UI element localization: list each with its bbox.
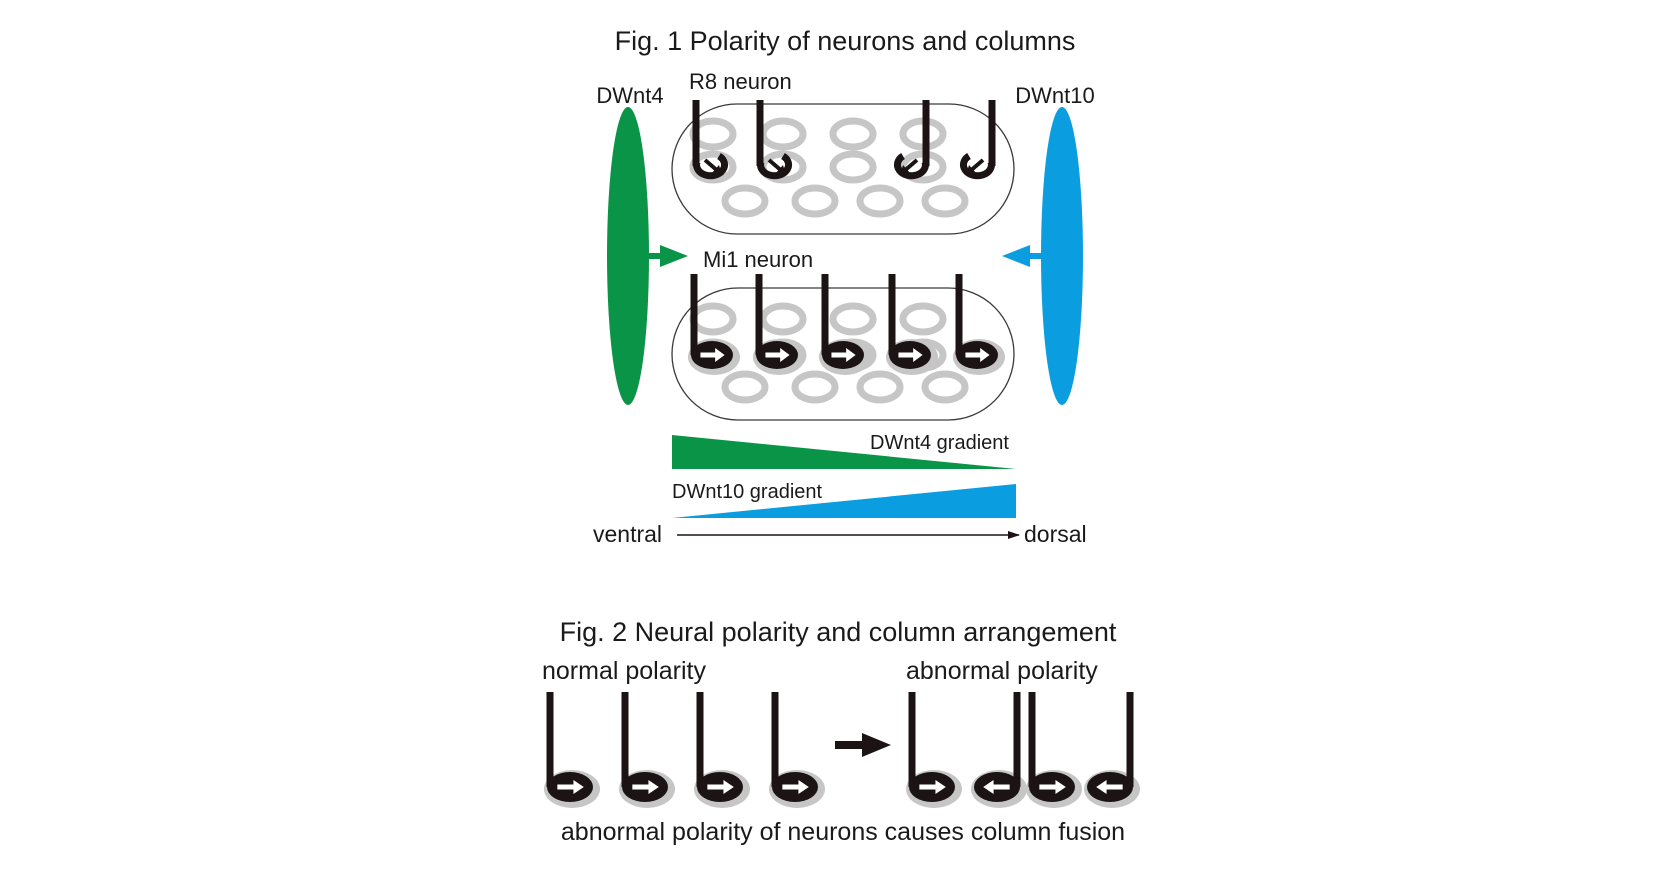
polarity-arrow-head (900, 165, 910, 175)
fig2-caption: abnormal polarity of neurons causes colu… (561, 818, 1125, 846)
dwnt4-signal-arrow (640, 245, 688, 267)
r8-neuron (959, 100, 996, 180)
neuron (753, 274, 805, 375)
column-ring (791, 370, 839, 404)
polarity-arrow (557, 780, 584, 794)
column-ring (689, 150, 737, 184)
neuron (971, 692, 1027, 808)
polarity-arrow-head (776, 165, 786, 175)
neuron (1026, 692, 1082, 808)
neuron-terminal-curl (693, 152, 729, 180)
mi1-neurons (688, 274, 1005, 375)
neuron-stem (908, 692, 916, 787)
dorsal-label: dorsal (1024, 521, 1087, 547)
neuron-stem (1013, 692, 1021, 787)
polarity-arrow-head (712, 165, 722, 175)
neuron-stem (692, 100, 700, 166)
neuron-stem (821, 274, 829, 355)
neuron (1084, 692, 1140, 808)
mi1-neuron-label: Mi1 neuron (703, 247, 813, 272)
r8-neurons (692, 100, 996, 180)
column-ring (721, 370, 769, 404)
polarity-arrow (782, 780, 809, 794)
neuron-stem (756, 100, 764, 166)
polarity-arrow (965, 348, 990, 362)
dwnt10-gradient (672, 484, 1016, 518)
column-ring (856, 370, 904, 404)
polarity-arrow (919, 780, 946, 794)
neuron (886, 274, 938, 375)
neuron-stem (546, 692, 554, 787)
r8-layer-outline (671, 103, 1015, 235)
fig1-title: Fig. 1 Polarity of neurons and columns (615, 26, 1076, 56)
dwnt10-source-label: DWnt10 (1015, 83, 1094, 108)
neuron (906, 692, 962, 808)
neuron-stem (696, 692, 704, 787)
polarity-arrow (1096, 780, 1123, 794)
polarity-arrow (632, 780, 659, 794)
r8-neuron-label: R8 neuron (689, 69, 792, 94)
neuron-stem (621, 692, 629, 787)
polarity-arrow-head (966, 165, 976, 175)
neuron (953, 274, 1005, 375)
polarity-arrow (707, 780, 734, 794)
neuron-stem (771, 692, 779, 787)
abnormal-polarity-label: abnormal polarity (906, 657, 1098, 685)
neuron-stem (888, 274, 896, 355)
abnormal-polarity-neurons (906, 692, 1140, 808)
normal-polarity-neurons (544, 692, 825, 808)
dwnt10-signal-arrow (1002, 245, 1050, 267)
column-ring (899, 302, 947, 336)
dwnt4-gradient-label: DWnt4 gradient (870, 432, 1009, 454)
dwnt10-source (1041, 107, 1083, 405)
neuron-terminal-curl (757, 152, 793, 180)
neuron-stem (755, 274, 763, 355)
neuron (544, 692, 600, 808)
dwnt4-source (607, 107, 649, 405)
column-ring (921, 370, 969, 404)
column-ring (759, 117, 807, 151)
polarity-arrow (983, 780, 1010, 794)
column-ring (689, 302, 737, 336)
column-ring (829, 150, 877, 184)
neuron (619, 692, 675, 808)
column-ring (856, 184, 904, 218)
ventral-label: ventral (593, 521, 662, 547)
neuron-terminal-curl (893, 152, 929, 180)
neuron (694, 692, 750, 808)
neuron-stem (690, 274, 698, 355)
dwnt10-gradient-label: DWnt10 gradient (672, 481, 823, 503)
dwnt4-source-label: DWnt4 (596, 83, 663, 108)
polarity-arrow (700, 348, 725, 362)
transition-arrow (835, 733, 891, 757)
column-ring (721, 184, 769, 218)
neuron-terminal-curl (959, 152, 995, 180)
neuron (688, 274, 740, 375)
fig2-title: Fig. 2 Neural polarity and column arrang… (560, 617, 1117, 647)
neuron (769, 692, 825, 808)
column-ring (759, 302, 807, 336)
column-ring (921, 184, 969, 218)
polarity-arrow (765, 348, 790, 362)
neuron-stem (1028, 692, 1036, 787)
r8-column-grid (689, 117, 969, 218)
r8-neuron (893, 100, 930, 180)
column-ring (829, 302, 877, 336)
column-ring (829, 117, 877, 151)
r8-neuron (692, 100, 729, 180)
column-ring (791, 184, 839, 218)
r8-neuron (756, 100, 793, 180)
neuron-stem (955, 274, 963, 355)
mi1-layer-outline (671, 287, 1015, 421)
dwnt4-gradient (672, 435, 1016, 469)
normal-polarity-label: normal polarity (542, 657, 706, 685)
neuron-stem (1126, 692, 1134, 787)
neuron-stem (988, 100, 996, 166)
polarity-arrow (831, 348, 856, 362)
neuron-stem (922, 100, 930, 166)
polarity-arrow (1039, 780, 1066, 794)
polarity-arrow (898, 348, 923, 362)
neuron (819, 274, 871, 375)
